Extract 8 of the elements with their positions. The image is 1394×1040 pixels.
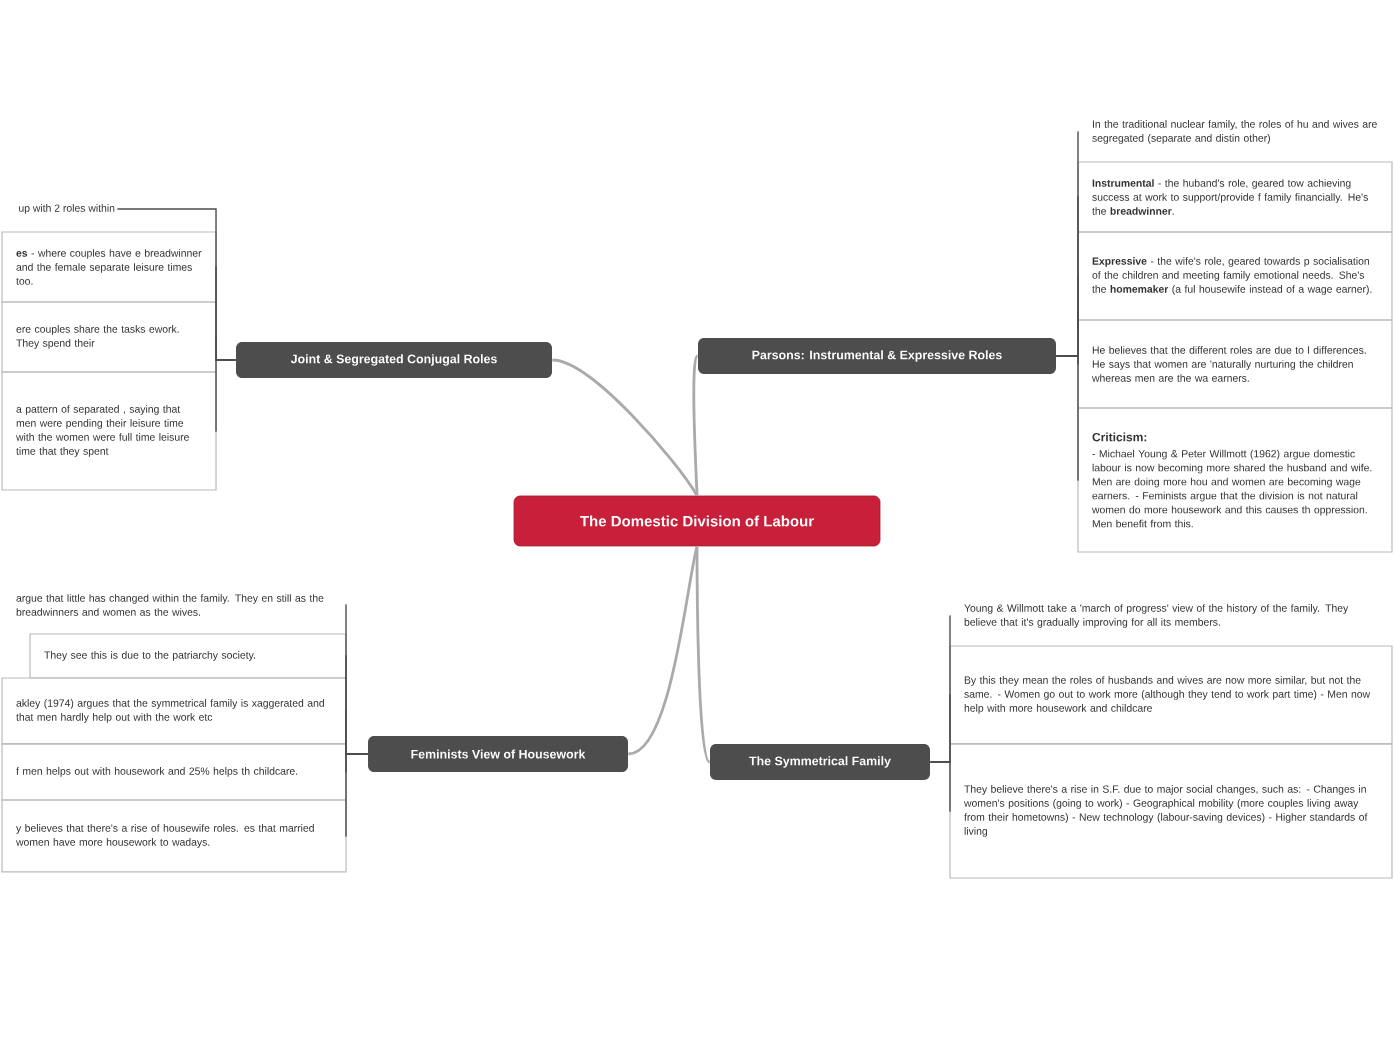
connector [1055, 355, 1079, 481]
connector [695, 546, 711, 763]
connector [345, 753, 369, 837]
connector [627, 546, 699, 756]
connector [552, 358, 699, 497]
connector [215, 359, 237, 432]
connector [929, 761, 951, 812]
connector [692, 355, 699, 496]
